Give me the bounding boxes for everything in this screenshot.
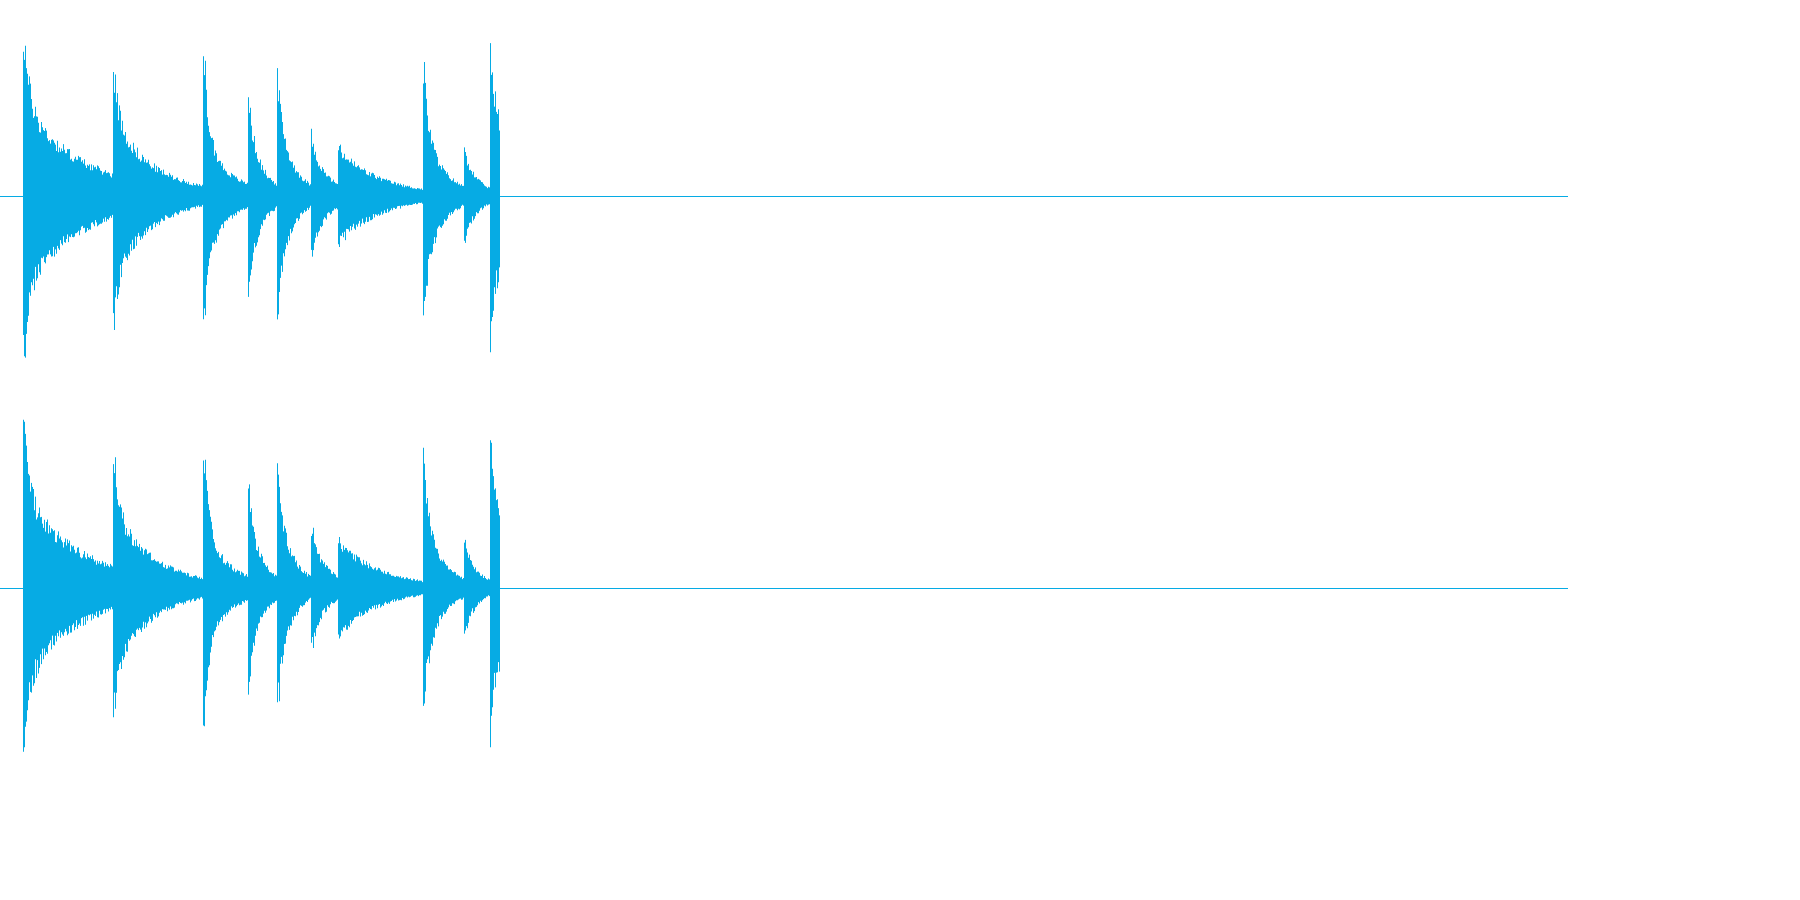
waveform-channel-right [0,419,1568,752]
waveform-samples [23,43,500,358]
waveform-samples [23,419,500,752]
waveform-channel-left [0,43,1568,358]
waveform-background [0,0,1568,784]
stereo-waveform-view [0,0,1568,784]
